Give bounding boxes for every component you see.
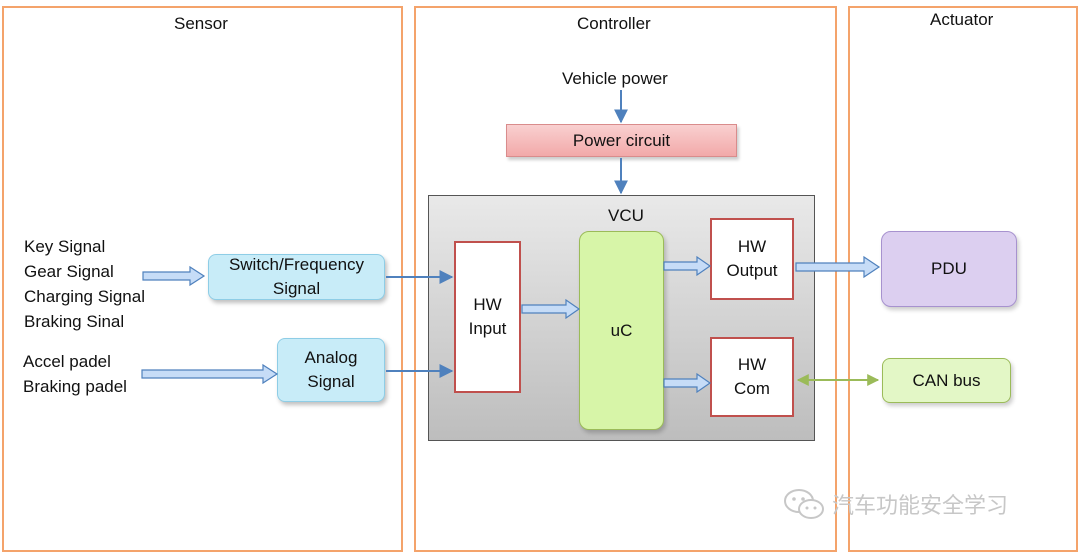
hw-output-block: HW Output [710,218,794,300]
sensor-panel [2,6,403,552]
uc-to-output-block-arrow [663,255,712,277]
switch-frequency-signal-block: Switch/Frequency Signal [208,254,385,300]
block-label-line: HW [737,355,767,374]
block-label-line: HW [737,237,767,256]
wechat-icon [784,489,824,519]
digital-inputs-block-arrow [142,265,206,287]
block-label-line: Output [726,261,778,280]
controller-panel-title: Controller [577,14,651,33]
power-circuit-block: Power circuit [506,124,737,157]
actuator-panel-title: Actuator [930,10,994,29]
can-bus-block: CAN bus [882,358,1011,403]
block-label-line: Input [468,319,507,338]
analog-input-list: Accel padel Braking padel [23,349,127,399]
vcu-label: VCU [608,206,644,225]
vehicle-power-label: Vehicle power [562,69,668,88]
watermark-text: 汽车功能安全学习 [832,494,1009,519]
digital-input-list: Key Signal Gear Signal Charging Signal B… [24,234,145,334]
block-label-line: Signal [307,372,355,391]
block-label-line: Switch/Frequency [228,255,365,274]
input-label: Braking Sinal [24,312,125,331]
input-label: Key Signal [24,237,106,256]
uc-block: uC [579,231,664,430]
controller-panel [414,6,837,552]
input-label: Gear Signal [24,262,114,281]
pdu-block: PDU [881,231,1017,307]
hw-com-block: HW Com [710,337,794,417]
block-label-line: HW [473,295,502,314]
input-label: Charging Signal [24,287,145,306]
analog-inputs-block-arrow [141,363,279,385]
output-to-pdu-block-arrow [795,255,881,279]
block-label-line: Analog [304,348,358,367]
input-to-uc-block-arrow [521,298,581,320]
watermark: 汽车功能安全学习 [782,488,1008,520]
block-label-line: Com [734,379,770,398]
sensor-panel-title: Sensor [174,14,228,33]
uc-to-com-block-arrow [663,372,712,394]
analog-signal-block: Analog Signal [277,338,385,402]
block-label-line: Signal [272,279,321,298]
actuator-panel [848,6,1078,552]
hw-input-block: HW Input [454,241,521,393]
input-label: Braking padel [23,377,127,396]
input-label: Accel padel [23,352,111,371]
